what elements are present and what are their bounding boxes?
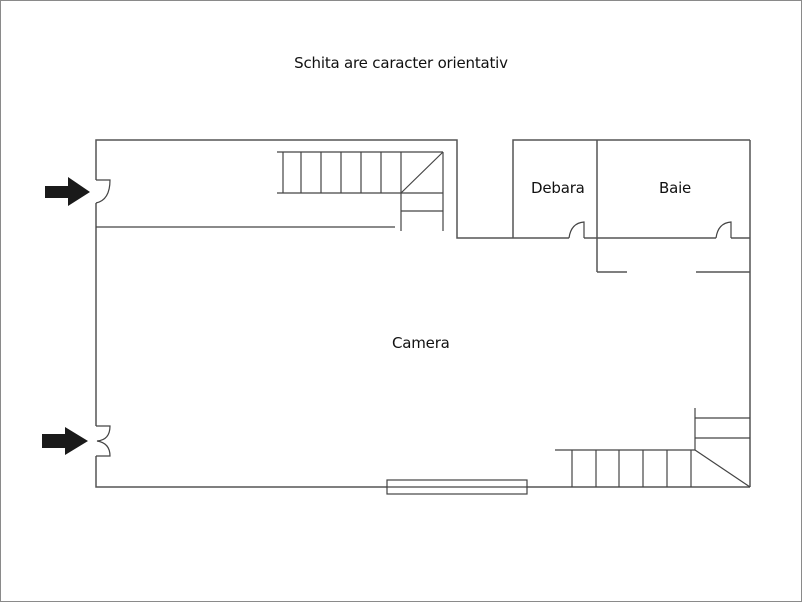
page-title: Schita are caracter orientativ <box>294 54 508 72</box>
storage-room-walls <box>512 139 750 273</box>
window <box>386 479 528 495</box>
room-label-baie: Baie <box>659 179 692 197</box>
entrance-door-top <box>95 179 111 204</box>
room-label-debara: Debara <box>531 179 585 197</box>
outer-walls <box>95 139 751 488</box>
entrance-door-bottom <box>96 425 111 457</box>
room-label-camera: Camera <box>392 334 450 352</box>
staircase-bottom <box>555 408 751 488</box>
staircase-top <box>277 151 444 231</box>
arrow-right-icon <box>45 177 90 206</box>
arrow-right-icon <box>42 427 88 455</box>
door-debara <box>568 221 585 239</box>
door-baie <box>715 221 732 239</box>
